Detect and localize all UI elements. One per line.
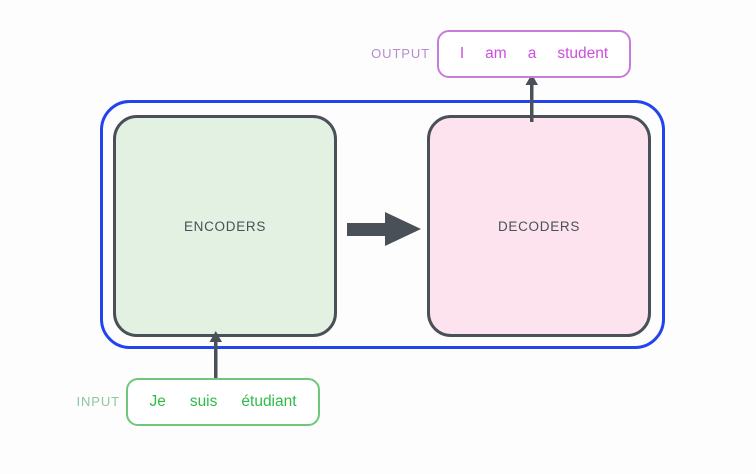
encoders-block[interactable]: ENCODERS (113, 115, 337, 337)
decoders-block[interactable]: DECODERS (427, 115, 651, 337)
output-caption: OUTPUT (371, 46, 430, 61)
output-token: a (527, 45, 537, 62)
input-token: suis (189, 393, 218, 410)
input-to-encoders-arrow (208, 331, 224, 383)
input-caption: INPUT (76, 394, 120, 409)
encoders-to-decoders-arrow (347, 210, 421, 248)
output-token: student (557, 45, 609, 62)
decoders-label: DECODERS (497, 218, 581, 234)
input-token: étudiant (241, 393, 297, 410)
decoders-to-output-arrow (524, 74, 540, 122)
input-token-box[interactable]: Je suis étudiant (126, 378, 320, 426)
output-token-row: I am a student (460, 45, 608, 63)
encoders-label: ENCODERS (183, 218, 267, 234)
input-token: Je (149, 393, 166, 410)
model-container (100, 100, 665, 349)
output-token-box[interactable]: I am a student (437, 30, 631, 78)
output-token: I (459, 45, 465, 62)
output-token: am (485, 45, 507, 62)
input-token-row: Je suis étudiant (149, 393, 296, 411)
